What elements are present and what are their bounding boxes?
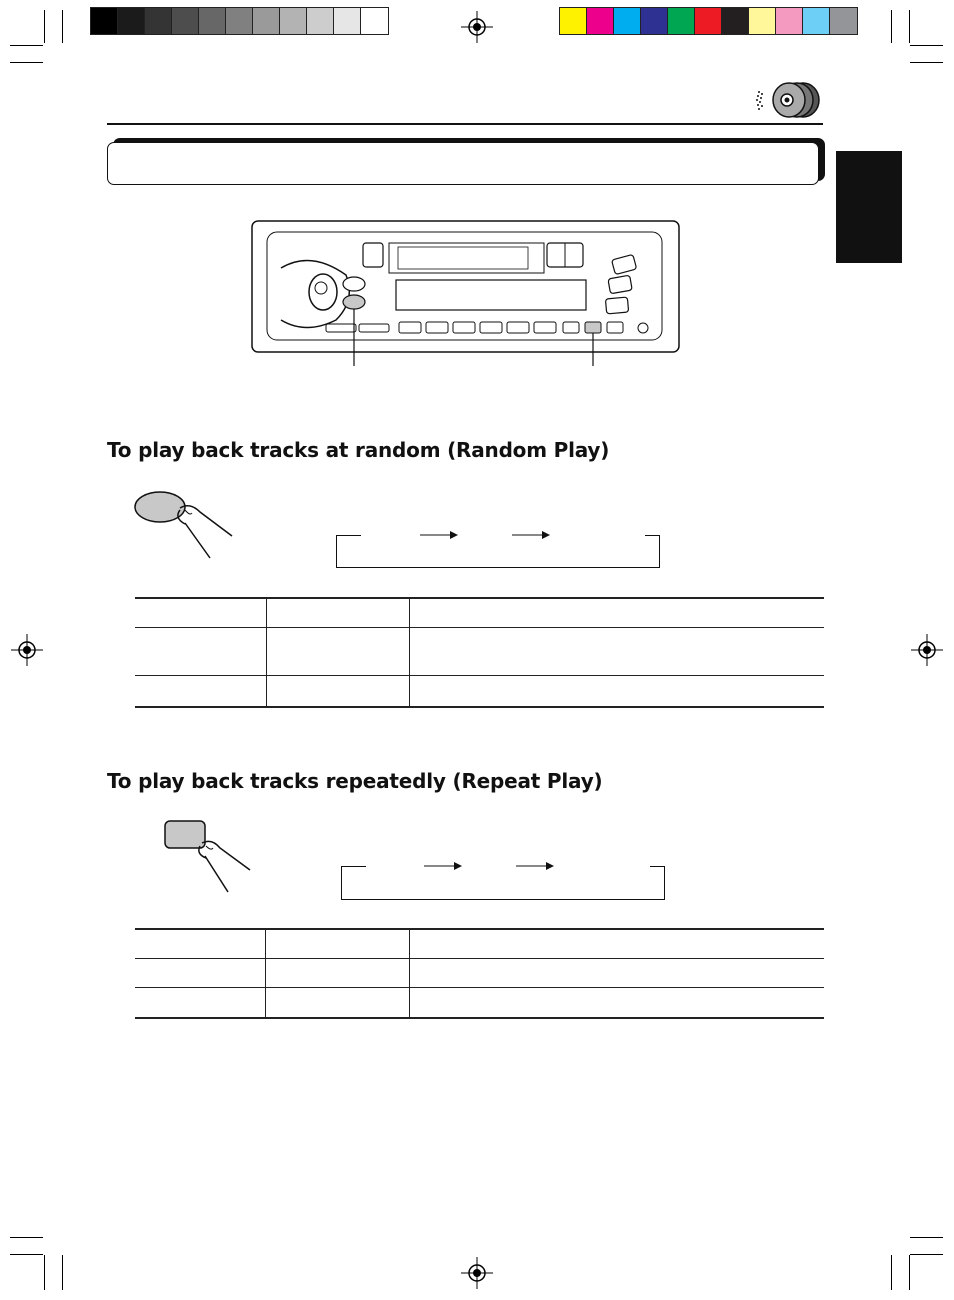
crop-mark <box>62 1255 63 1290</box>
cycle-top-stub-left <box>341 866 366 867</box>
registration-mark-left <box>11 634 43 666</box>
color-swatch <box>172 8 199 34</box>
repeat-mode-table <box>135 928 824 1019</box>
table-row <box>135 675 824 708</box>
press-button-illustration <box>164 820 251 893</box>
cycle-arrow-icon <box>420 531 458 539</box>
color-swatch <box>830 8 857 34</box>
color-swatch <box>668 8 695 34</box>
color-swatch <box>641 8 668 34</box>
color-swatch <box>118 8 145 34</box>
table-row <box>135 928 824 959</box>
crop-mark <box>910 62 943 63</box>
color-swatch <box>199 8 226 34</box>
random-play-heading: To play back tracks at random (Random Pl… <box>107 438 610 462</box>
random-mode-cycle <box>336 535 660 568</box>
repeat-mode-cycle <box>341 866 665 900</box>
registration-mark-bottom <box>461 1257 493 1289</box>
crop-mark <box>10 45 43 46</box>
random-mode-table <box>135 597 824 708</box>
crop-mark <box>910 1237 943 1238</box>
cycle-top-stub-right <box>645 535 659 536</box>
color-swatch <box>560 8 587 34</box>
registration-mark-right <box>911 634 943 666</box>
cycle-arrow-icon <box>424 862 462 870</box>
cd-disc-icon <box>756 82 820 118</box>
table-row <box>135 627 824 676</box>
color-swatch <box>145 8 172 34</box>
crop-mark <box>909 1255 910 1290</box>
crop-mark <box>909 10 910 43</box>
table-row <box>135 597 824 628</box>
color-calibration-bar <box>559 7 858 35</box>
color-swatch <box>334 8 361 34</box>
color-swatch <box>776 8 803 34</box>
table-row <box>135 987 824 1019</box>
color-swatch <box>307 8 334 34</box>
crop-mark <box>44 10 45 43</box>
crop-mark <box>10 1254 43 1255</box>
color-swatch <box>587 8 614 34</box>
crop-mark <box>910 1254 943 1255</box>
color-swatch <box>91 8 118 34</box>
header-rule <box>107 123 823 125</box>
color-swatch <box>749 8 776 34</box>
cycle-arrow-icon <box>516 862 554 870</box>
color-swatch <box>361 8 388 34</box>
faceplate-illustration <box>251 220 680 366</box>
section-banner <box>107 142 819 185</box>
registration-mark-top <box>461 11 493 43</box>
cycle-arrow-icon <box>512 531 550 539</box>
color-swatch <box>614 8 641 34</box>
color-swatch <box>226 8 253 34</box>
color-swatch <box>803 8 830 34</box>
language-tab <box>836 151 902 263</box>
grayscale-calibration-bar <box>90 7 389 35</box>
crop-mark <box>10 1237 43 1238</box>
crop-mark <box>891 10 892 43</box>
cycle-top-stub-right <box>650 866 664 867</box>
color-swatch <box>280 8 307 34</box>
cycle-top-stub-left <box>336 535 361 536</box>
crop-mark <box>10 62 43 63</box>
repeat-play-heading: To play back tracks repeatedly (Repeat P… <box>107 769 603 793</box>
crop-mark <box>910 45 943 46</box>
table-row <box>135 958 824 988</box>
press-button-illustration <box>134 491 233 559</box>
color-swatch <box>695 8 722 34</box>
color-swatch <box>253 8 280 34</box>
crop-mark <box>891 1255 892 1290</box>
crop-mark <box>62 10 63 43</box>
color-swatch <box>722 8 749 34</box>
crop-mark <box>44 1255 45 1290</box>
